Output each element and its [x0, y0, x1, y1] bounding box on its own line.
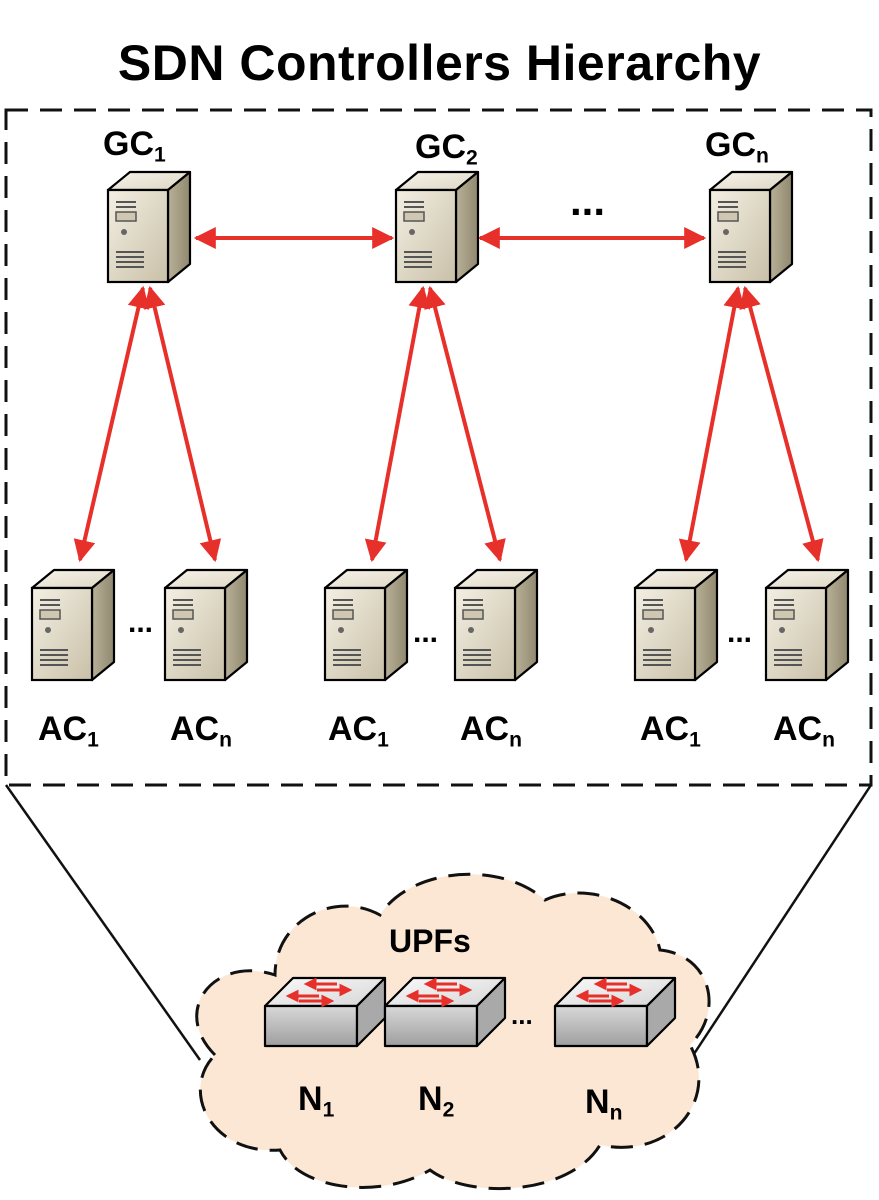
n1-label: N1	[298, 1080, 335, 1122]
upf-ellipsis: ...	[511, 1000, 533, 1030]
group1-ellipsis: ...	[128, 606, 154, 639]
group2-acn-server-icon	[453, 568, 539, 682]
group2-acn-label: ACn	[460, 710, 522, 752]
nn-switch-icon	[553, 976, 677, 1048]
group2-ac1-label: AC1	[328, 710, 389, 752]
gc-ellipsis: ...	[570, 177, 606, 224]
group1-ac1-label: AC1	[38, 710, 99, 752]
group3-ac1-label: AC1	[640, 710, 701, 752]
zoom-line-left	[4, 784, 202, 1061]
n2-label: N2	[418, 1080, 455, 1122]
group2-ellipsis: ...	[413, 616, 439, 649]
link-gc2-ac1	[364, 285, 431, 563]
link-gc2-acn	[424, 285, 506, 563]
group1-acn-server-icon	[163, 568, 249, 682]
group3-ellipsis: ...	[727, 616, 753, 649]
n2-switch-icon	[383, 976, 507, 1048]
link-gcn-ac1	[678, 285, 746, 563]
group1-acn-label: ACn	[170, 710, 232, 752]
gc1-label: GC1	[103, 125, 166, 167]
controller-frame	[4, 108, 873, 787]
gcn-server-icon	[708, 170, 794, 284]
gcn-label: GCn	[705, 126, 769, 168]
diagram-title: SDN Controllers Hierarchy	[117, 35, 762, 91]
group1-ac1-server-icon	[30, 568, 116, 682]
group3-acn-label: ACn	[773, 710, 835, 752]
link-gc1-acn	[143, 285, 222, 563]
n1-switch-icon	[263, 976, 387, 1048]
gc2-label: GC2	[415, 128, 478, 170]
nn-label: Nn	[585, 1083, 623, 1125]
link-gc1-ac1	[73, 285, 150, 563]
upf-cloud-label: UPFs	[389, 923, 471, 959]
link-gcn-acn	[739, 285, 824, 563]
group2-ac1-server-icon	[323, 568, 409, 682]
gc2-server-icon	[394, 170, 480, 284]
group3-ac1-server-icon	[633, 568, 719, 682]
zoom-line-right	[688, 784, 873, 1061]
group3-acn-server-icon	[764, 568, 850, 682]
gc1-server-icon	[106, 170, 192, 284]
